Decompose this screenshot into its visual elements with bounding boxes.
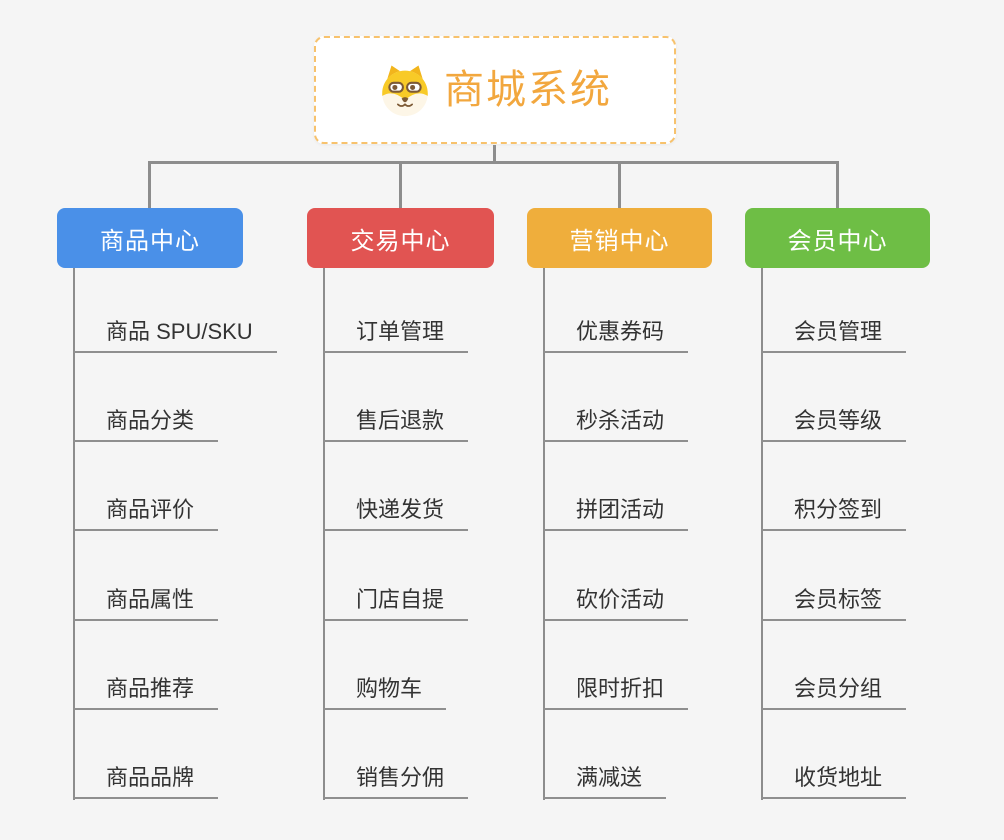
- node-item[interactable]: 商品推荐: [73, 676, 219, 710]
- connector-horizontal-line: [149, 161, 839, 164]
- root-node[interactable]: 商城系统: [314, 36, 676, 144]
- node-item[interactable]: 商品评价: [73, 497, 219, 531]
- connector-trunk-line: [493, 145, 496, 164]
- node-item[interactable]: 会员管理: [761, 319, 907, 353]
- node-item[interactable]: 积分签到: [761, 497, 907, 531]
- root-title: 商城系统: [444, 68, 612, 112]
- node-item[interactable]: 商品品牌: [73, 765, 219, 799]
- node-item[interactable]: 限时折扣: [543, 676, 689, 710]
- node-item[interactable]: 购物车: [323, 676, 447, 710]
- node-item[interactable]: 砍价活动: [543, 587, 689, 621]
- branch-marketing-center[interactable]: 营销中心: [527, 208, 712, 268]
- connector-stub-product: [148, 161, 151, 208]
- node-item[interactable]: 会员等级: [761, 408, 907, 442]
- node-item[interactable]: 会员标签: [761, 587, 907, 621]
- node-item[interactable]: 满减送: [543, 765, 667, 799]
- node-item[interactable]: 售后退款: [323, 408, 469, 442]
- node-item[interactable]: 拼团活动: [543, 497, 689, 531]
- node-item[interactable]: 快递发货: [323, 497, 469, 531]
- node-item[interactable]: 会员分组: [761, 676, 907, 710]
- branch-member-center[interactable]: 会员中心: [745, 208, 930, 268]
- column-spine-trade: [323, 268, 325, 800]
- column-spine-marketing: [543, 268, 545, 800]
- column-spine-product: [73, 268, 75, 800]
- node-item[interactable]: 商品 SPU/SKU: [73, 319, 277, 353]
- node-item[interactable]: 优惠券码: [543, 319, 689, 353]
- shiba-dog-icon: [382, 65, 428, 117]
- connector-stub-trade: [399, 161, 402, 208]
- connector-stub-marketing: [618, 161, 621, 208]
- node-item[interactable]: 秒杀活动: [543, 408, 689, 442]
- node-item[interactable]: 商品分类: [73, 408, 219, 442]
- node-item[interactable]: 订单管理: [323, 319, 469, 353]
- node-item[interactable]: 门店自提: [323, 587, 469, 621]
- branch-trade-center[interactable]: 交易中心: [307, 208, 494, 268]
- branch-product-center[interactable]: 商品中心: [57, 208, 243, 268]
- column-spine-member: [761, 268, 763, 800]
- connector-stub-member: [836, 161, 839, 208]
- node-item[interactable]: 商品属性: [73, 587, 219, 621]
- node-item[interactable]: 销售分佣: [323, 765, 469, 799]
- node-item[interactable]: 收货地址: [761, 765, 907, 799]
